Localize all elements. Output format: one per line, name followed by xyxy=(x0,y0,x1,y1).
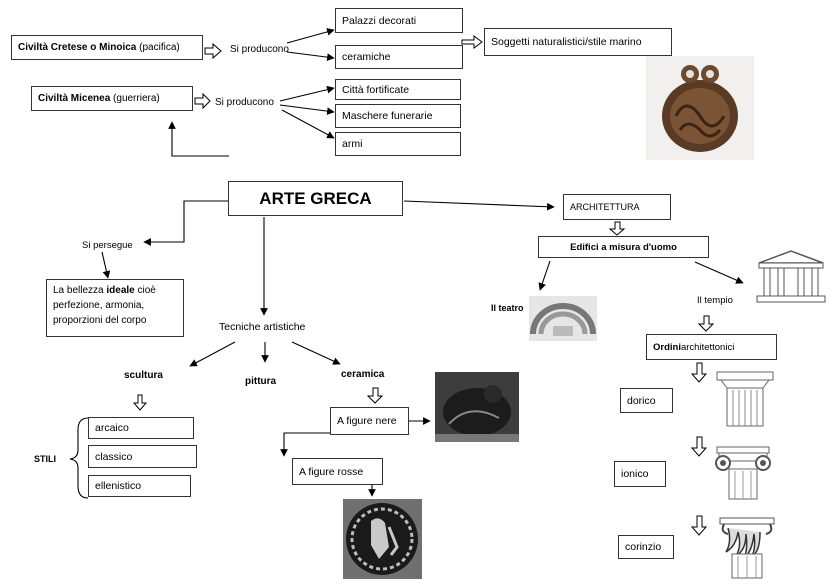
cretese-produce-label: Si producono xyxy=(230,44,289,55)
bellezza-text-a: La bellezza xyxy=(53,285,107,296)
tecniche-label: Tecniche artistiche xyxy=(219,321,306,333)
micenea-name: Civiltà Micenea xyxy=(38,93,111,104)
cretese-note: (pacifica) xyxy=(139,42,180,53)
citta-label: Città fortificate xyxy=(342,83,410,96)
citta-fortificate-box: Città fortificate xyxy=(335,79,461,100)
doric-capital-image xyxy=(715,368,775,428)
figure-nere-box: A figure nere xyxy=(330,407,409,435)
bellezza-text-b: ideale xyxy=(106,285,135,296)
ordini-label-a: Ordini xyxy=(653,341,681,353)
corinzio-label: corinzio xyxy=(625,541,662,553)
cretese-name: Civiltà Cretese o Minoica xyxy=(18,42,137,53)
stili-label: STILI xyxy=(34,454,56,464)
figure-rosse-label: A figure rosse xyxy=(299,465,364,478)
edifici-box: Edifici a misura d'uomo xyxy=(538,236,709,258)
theatre-image xyxy=(529,296,597,341)
armi-box: armi xyxy=(335,132,461,156)
bellezza-text-c: cioè xyxy=(134,285,156,296)
dorico-label: dorico xyxy=(627,394,656,407)
ionico-label: ionico xyxy=(621,468,649,480)
dorico-box: dorico xyxy=(620,388,673,413)
soggetti-label: Soggetti naturalistici/stile marino xyxy=(491,36,642,48)
classico-label: classico xyxy=(95,450,133,463)
pittura-label: pittura xyxy=(245,376,277,387)
stile-arcaico-box: arcaico xyxy=(88,417,194,439)
si-persegue-label: Si persegue xyxy=(82,240,133,251)
edifici-label: Edifici a misura d'uomo xyxy=(570,241,677,253)
figure-nere-label: A figure nere xyxy=(337,415,397,427)
bellezza-line3: proporzioni del corpo xyxy=(53,315,147,326)
armi-label: armi xyxy=(342,138,363,150)
ordini-label-b: architettonici xyxy=(680,341,735,353)
maschere-label: Maschere funerarie xyxy=(342,110,433,122)
bellezza-ideale-box: La bellezza ideale cioè perfezione, armo… xyxy=(46,279,184,337)
civilta-micenea-box: Civiltà Micenea (guerriera) xyxy=(31,86,193,111)
arte-greca-title: ARTE GRECA xyxy=(228,181,403,216)
architettura-label: ARCHITETTURA xyxy=(570,202,640,212)
palazzi-label: Palazzi decorati xyxy=(342,14,417,27)
ceramiche-label: ceramiche xyxy=(342,51,391,63)
octopus-flask-image xyxy=(646,56,754,160)
palazzi-decorati-box: Palazzi decorati xyxy=(335,8,463,33)
micenea-note: (guerriera) xyxy=(113,93,160,104)
ellenistico-label: ellenistico xyxy=(95,480,142,492)
civilta-cretese-box: Civiltà Cretese o Minoica (pacifica) xyxy=(11,35,203,60)
bellezza-line2: perfezione, armonia, xyxy=(53,300,145,311)
arcaico-label: arcaico xyxy=(95,422,129,434)
scultura-label: scultura xyxy=(124,370,163,381)
figure-rosse-box: A figure rosse xyxy=(292,458,383,485)
corinthian-capital-image xyxy=(718,516,776,580)
temple-image xyxy=(755,249,827,304)
micenea-produce-label: Si producono xyxy=(215,97,274,108)
teatro-label: Il teatro xyxy=(491,303,524,313)
architettura-box: ARCHITETTURA xyxy=(563,194,671,220)
soggetti-box: Soggetti naturalistici/stile marino xyxy=(484,28,672,56)
black-figure-vase-image xyxy=(435,372,519,442)
stile-classico-box: classico xyxy=(88,445,197,468)
ionico-box: ionico xyxy=(614,461,666,487)
ionic-capital-image xyxy=(713,443,773,501)
tempio-label: Il tempio xyxy=(697,295,733,306)
red-figure-plate-image xyxy=(343,499,422,579)
ordini-box: Ordini architettonici xyxy=(646,334,777,360)
stile-ellenistico-box: ellenistico xyxy=(88,475,191,497)
ceramiche-box: ceramiche xyxy=(335,45,463,69)
maschere-box: Maschere funerarie xyxy=(335,104,461,128)
ceramica-label: ceramica xyxy=(341,369,385,380)
corinzio-box: corinzio xyxy=(618,535,674,559)
